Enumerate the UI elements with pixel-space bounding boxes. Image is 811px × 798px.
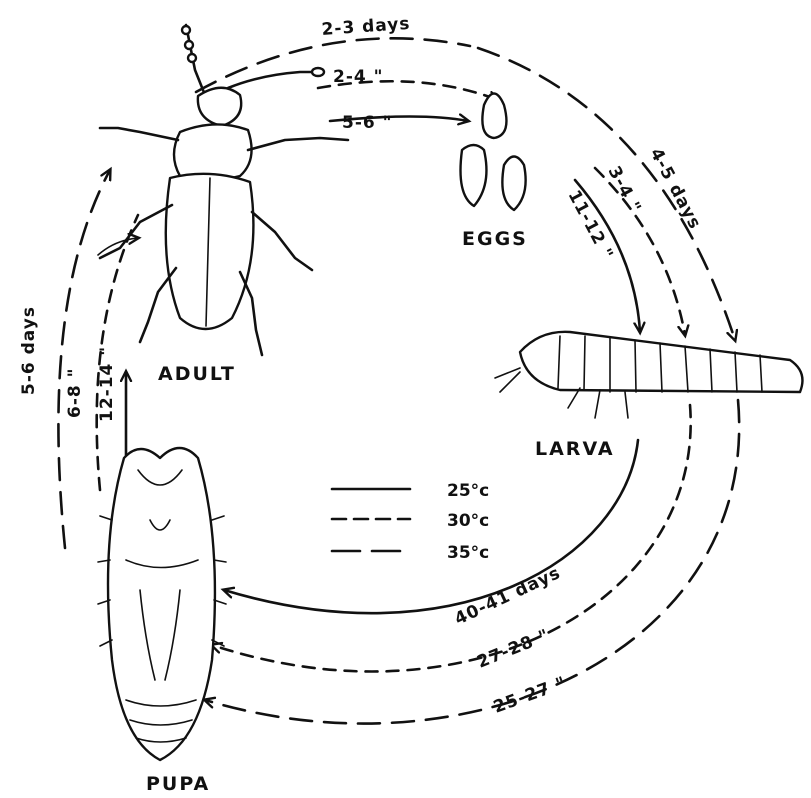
arc-30c-larva-to-pupa xyxy=(212,405,691,672)
duration-eggs-to-larva-35c: 4-5 days xyxy=(646,145,705,233)
duration-pupa-to-adult-35c: 5-6 days xyxy=(19,306,39,395)
stage-label-adult: ADULT xyxy=(158,363,236,385)
arc-25c-adult-left xyxy=(98,238,138,255)
duration-pupa-to-adult-30c: 6-8 " xyxy=(65,368,85,419)
adult-beetle-illustration xyxy=(100,25,348,355)
eggs-illustration xyxy=(461,94,526,211)
duration-larva-to-pupa-30c: 27-28 " xyxy=(474,626,552,673)
stage-label-eggs: EGGS xyxy=(462,228,528,250)
pupa-illustration xyxy=(98,448,226,760)
duration-larva-to-pupa-35c: 25-27 " xyxy=(491,673,569,718)
duration-pupa-to-adult-25c: 12-14 " xyxy=(97,346,117,422)
larva-illustration xyxy=(495,332,802,418)
duration-eggs-to-larva-30c: 3-4 " xyxy=(604,163,645,217)
stage-label-larva: LARVA xyxy=(535,438,615,460)
stage-label-pupa: PUPA xyxy=(146,773,210,795)
duration-adult-to-eggs-35c: 2-3 days xyxy=(321,14,411,40)
legend-temp-35: 35°c xyxy=(447,543,489,563)
duration-adult-to-eggs-25c: 5-6 " xyxy=(342,113,393,133)
legend-temp-25: 25°c xyxy=(447,481,489,501)
arc-25c-larva-to-pupa xyxy=(224,440,638,613)
duration-adult-to-eggs-30c: 2-4 " xyxy=(333,67,384,87)
duration-larva-to-pupa-25c: 40-41 days xyxy=(452,563,564,630)
temperature-legend: 25°c 30°c 35°c xyxy=(332,481,489,563)
legend-temp-30: 30°c xyxy=(447,511,489,531)
